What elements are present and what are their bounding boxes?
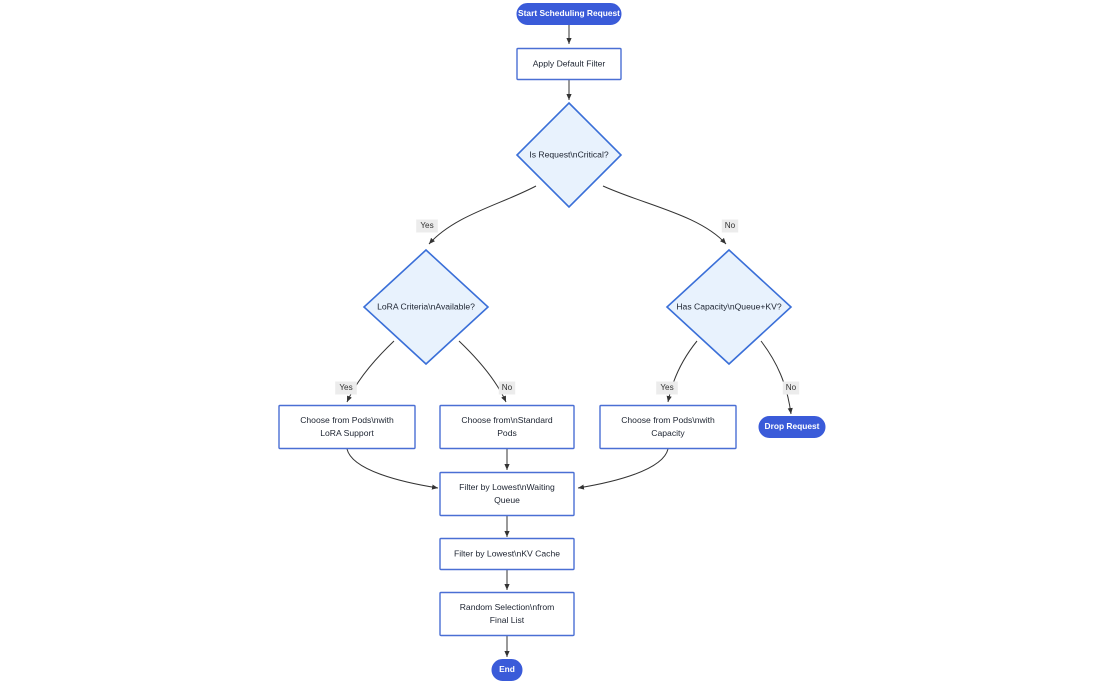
edge-label-is_critical-lora_criteria: Yes (416, 219, 438, 233)
edge-label-has_capacity-drop_request: No (782, 381, 800, 395)
edge-choose_lora-to-filter_queue (346, 448, 439, 490)
node-shape-rect (439, 471, 575, 517)
edge-lora_criteria-to-choose_standard (458, 340, 507, 403)
node-apply_filter[interactable]: Apply Default Filter (516, 47, 622, 81)
node-shape-rect (439, 537, 575, 571)
node-shape-rect (599, 404, 737, 450)
node-label-choose_lora: LoRA Support (320, 428, 374, 438)
node-shape-rect (439, 591, 575, 637)
edge-is_critical-to-lora_criteria (428, 185, 537, 245)
node-label-choose_capacity: Choose from Pods\nwith (621, 415, 715, 425)
edge-label-text: No (725, 221, 736, 230)
edge-has_capacity-to-drop_request (760, 340, 793, 415)
edge-lora_criteria-to-choose_lora (346, 340, 395, 403)
node-shape-diamond (515, 101, 623, 209)
node-shape-rect (439, 404, 575, 450)
edge-has_capacity-to-choose_capacity (666, 340, 698, 403)
node-label-random_selection: Final List (490, 615, 525, 625)
edge-label-background (782, 381, 800, 395)
node-shape-stadium (491, 659, 523, 681)
node-label-filter_queue: Queue (494, 495, 520, 505)
node-label-end: End (499, 664, 515, 674)
node-label-drop_request: Drop Request (765, 421, 820, 431)
node-end[interactable]: End (491, 659, 523, 681)
node-start[interactable]: Start Scheduling Request (516, 3, 622, 25)
edge-choose_capacity-to-filter_queue (577, 448, 669, 490)
edge-label-background (498, 381, 516, 395)
edge-label-background (416, 219, 438, 233)
node-label-random_selection: Random Selection\nfrom (460, 602, 555, 612)
node-lora_criteria[interactable]: LoRA Criteria\nAvailable? (362, 248, 490, 366)
edge-label-lora_criteria-choose_standard: No (498, 381, 516, 395)
node-label-filter_queue: Filter by Lowest\nWaiting (459, 482, 555, 492)
edge-label-is_critical-has_capacity: No (721, 219, 739, 233)
node-has_capacity[interactable]: Has Capacity\nQueue+KV? (665, 248, 793, 366)
node-label-choose_capacity: Capacity (651, 428, 685, 438)
node-filter_kv[interactable]: Filter by Lowest\nKV Cache (439, 537, 575, 571)
node-label-has_capacity: Has Capacity\nQueue+KV? (676, 301, 782, 311)
edge-label-background (335, 381, 357, 395)
edge-label-text: Yes (420, 221, 433, 230)
edge-is_critical-to-has_capacity (602, 185, 727, 245)
edge-label-text: Yes (660, 383, 673, 392)
node-label-filter_kv: Filter by Lowest\nKV Cache (454, 548, 560, 558)
node-shape-stadium (516, 3, 622, 25)
edge-label-background (721, 219, 739, 233)
edge-label-lora_criteria-choose_lora: Yes (335, 381, 357, 395)
node-shape-stadium (758, 416, 826, 438)
node-label-apply_filter: Apply Default Filter (533, 58, 606, 68)
node-label-lora_criteria: LoRA Criteria\nAvailable? (377, 301, 475, 311)
node-shape-diamond (665, 248, 793, 366)
node-shape-rect (516, 47, 622, 81)
edge-label-has_capacity-choose_capacity: Yes (656, 381, 678, 395)
node-label-start: Start Scheduling Request (518, 8, 620, 18)
node-label-is_critical: Is Request\nCritical? (529, 149, 609, 159)
node-drop_request[interactable]: Drop Request (758, 416, 826, 438)
node-label-choose_lora: Choose from Pods\nwith (300, 415, 394, 425)
edge-label-text: No (502, 383, 513, 392)
edges-layer (346, 25, 793, 657)
edge-label-background (656, 381, 678, 395)
node-is_critical[interactable]: Is Request\nCritical? (515, 101, 623, 209)
node-shape-diamond (362, 248, 490, 366)
edge-label-text: No (786, 383, 797, 392)
node-label-choose_standard: Pods (497, 428, 517, 438)
node-shape-rect (278, 404, 416, 450)
node-label-choose_standard: Choose from\nStandard (461, 415, 552, 425)
edge-label-text: Yes (339, 383, 352, 392)
